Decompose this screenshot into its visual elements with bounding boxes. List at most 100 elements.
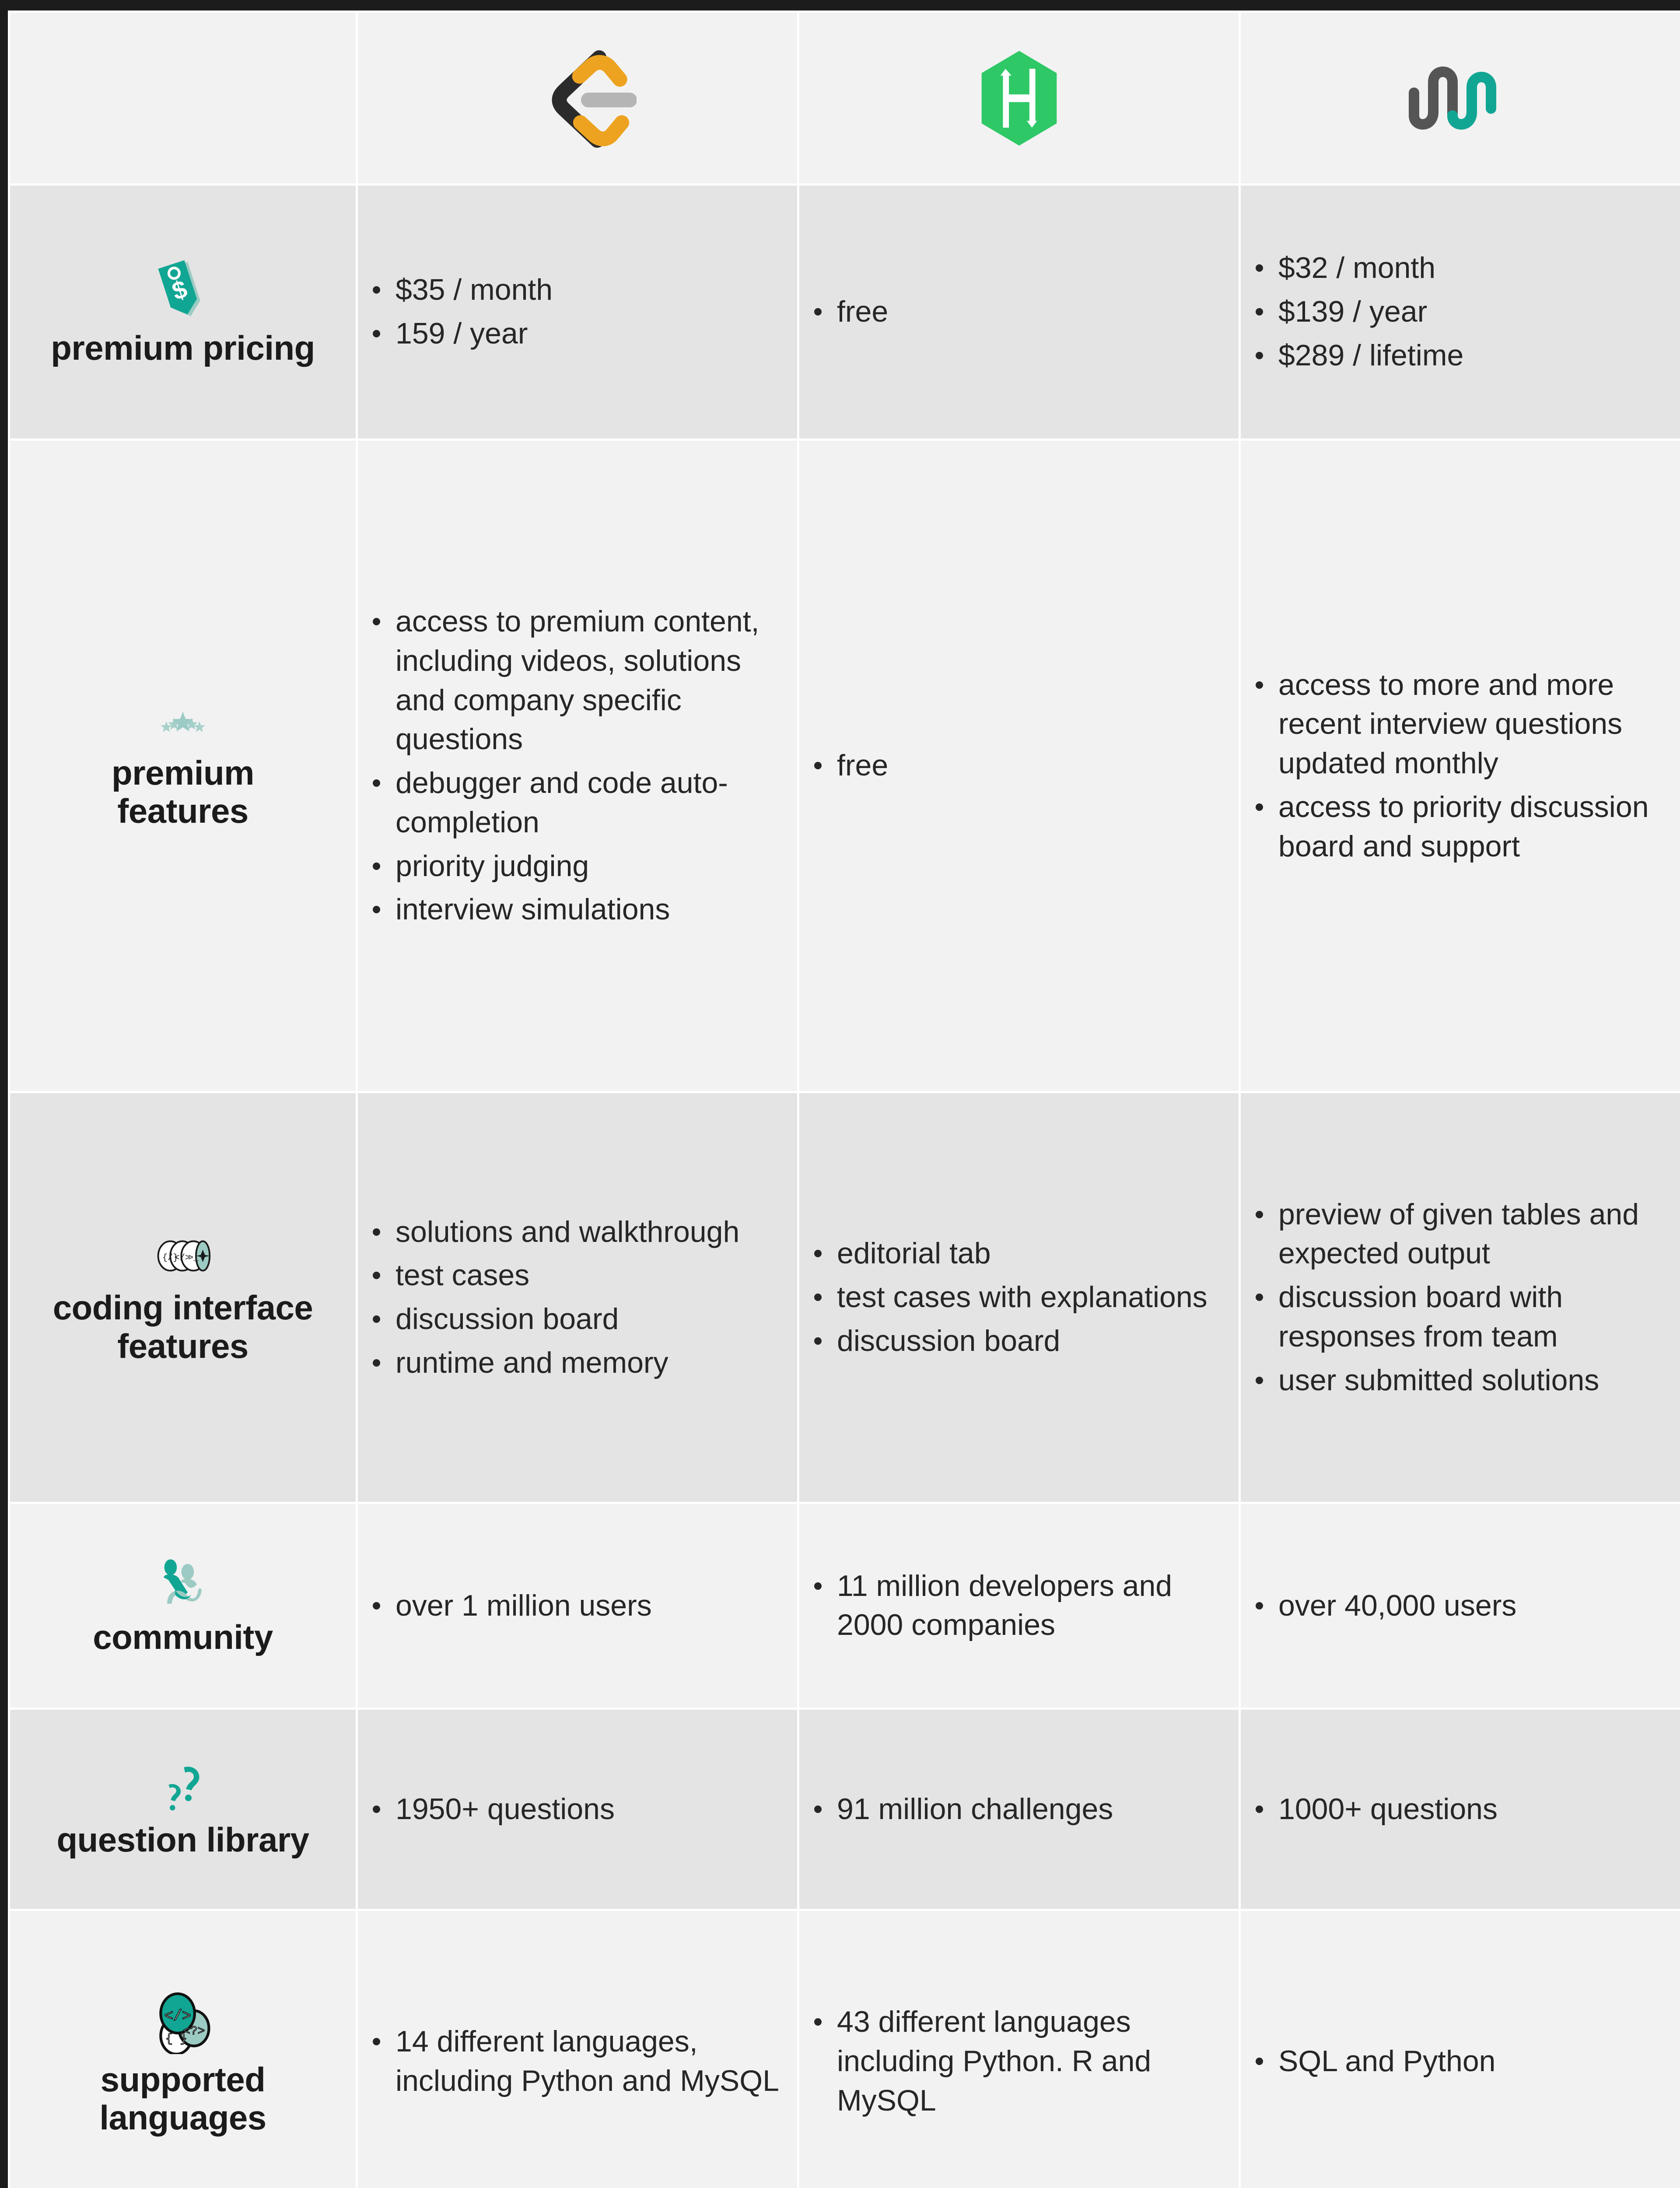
people-icon: [145, 1555, 221, 1614]
header-cell-stratascratch: [1239, 11, 1680, 186]
bullet-list-hackerrank: editorial tab test cases with explanation…: [799, 1234, 1239, 1360]
cell-hackerrank-5: 43 different languages including Python.…: [797, 1909, 1241, 2188]
hackerrank-logo: [799, 13, 1239, 183]
list-item: $289 / lifetime: [1256, 336, 1680, 375]
list-item: discussion board: [373, 1300, 797, 1339]
cell-leetcode-3: over 1 million users: [356, 1501, 799, 1710]
svg-text:</>: </>: [174, 1253, 190, 1263]
list-item: priority judging: [373, 847, 797, 886]
row-label-cell-4: question library: [8, 1707, 358, 1911]
cell-hackerrank-2: editorial tab test cases with explanation…: [797, 1091, 1241, 1504]
row-label: premium pricing: [51, 328, 315, 367]
price-tag-icon: $: [150, 257, 216, 325]
svg-text:<?>: <?>: [183, 2025, 205, 2038]
cell-leetcode-5: 14 different languages, including Python…: [356, 1909, 799, 2188]
list-item: 43 different languages including Python.…: [814, 2002, 1239, 2120]
list-item: discussion board: [814, 1322, 1239, 1361]
list-item: interview simulations: [373, 890, 797, 929]
bullet-list-hackerrank: 11 million developers and 2000 companies: [799, 1567, 1239, 1645]
list-item: SQL and Python: [1256, 2042, 1680, 2081]
bullet-list-leetcode: 1950+ questions: [358, 1790, 797, 1829]
row-label: question library: [56, 1820, 309, 1859]
list-item: over 1 million users: [373, 1586, 797, 1626]
bullet-list-stratascratch: access to more and more recent interview…: [1241, 666, 1680, 866]
list-item: $35 / month: [373, 270, 797, 310]
list-item: discussion board with responses from tea…: [1256, 1278, 1680, 1357]
bullet-list-leetcode: access to premium content, including vid…: [358, 602, 797, 929]
list-item: 14 different languages, including Python…: [373, 2022, 797, 2101]
list-item: preview of given tables and expected out…: [1256, 1195, 1680, 1274]
table-row: community over 1 million users 11 millio…: [8, 1501, 1680, 1710]
svg-text:{ }: { }: [165, 2032, 187, 2046]
list-item: $139 / year: [1256, 292, 1680, 332]
list-item: test cases: [373, 1256, 797, 1295]
cell-stratascratch-5: SQL and Python: [1239, 1909, 1680, 2188]
svg-text:>_: >_: [188, 1253, 199, 1263]
list-item: 159 / year: [373, 314, 797, 354]
row-label: premium features: [112, 753, 254, 831]
list-item: editorial tab: [814, 1234, 1239, 1273]
cell-stratascratch-4: 1000+ questions: [1239, 1707, 1680, 1911]
list-item: $32 / month: [1256, 249, 1680, 288]
stars-icon: [137, 701, 229, 750]
cell-stratascratch-1: access to more and more recent interview…: [1239, 438, 1680, 1094]
cell-hackerrank-3: 11 million developers and 2000 companies: [797, 1501, 1241, 1710]
list-item: user submitted solutions: [1256, 1361, 1680, 1400]
table-row: {/} </> >_ coding interface features sol…: [8, 1091, 1680, 1504]
bullet-list-leetcode: over 1 million users: [358, 1586, 797, 1626]
code-bubbles-icon: {/} </> >_: [133, 1230, 233, 1284]
bullet-list-stratascratch: SQL and Python: [1241, 2042, 1680, 2081]
stratascratch-logo: [1241, 13, 1680, 183]
bullet-list-leetcode: 14 different languages, including Python…: [358, 2022, 797, 2101]
list-item: free: [814, 746, 1239, 785]
row-label-cell-5: </> <?> { } supported languages: [8, 1909, 358, 2188]
table-row: </> <?> { } supported languages 14 diffe…: [8, 1909, 1680, 2188]
bullet-list-stratascratch: over 40,000 users: [1241, 1586, 1680, 1626]
leetcode-logo: [358, 13, 797, 183]
row-label: community: [93, 1618, 273, 1657]
header-cell-hackerrank: [797, 11, 1241, 186]
question-marks-icon: [152, 1760, 214, 1816]
code-circles-icon: </> <?> { }: [145, 1986, 221, 2056]
list-item: access to premium content, including vid…: [373, 602, 797, 759]
cell-hackerrank-1: free: [797, 438, 1241, 1094]
bullet-list-stratascratch: preview of given tables and expected out…: [1241, 1195, 1680, 1400]
bullet-list-stratascratch: $32 / month $139 / year $289 / lifetime: [1241, 249, 1680, 375]
list-item: access to priority discussion board and …: [1256, 788, 1680, 866]
cell-stratascratch-2: preview of given tables and expected out…: [1239, 1091, 1680, 1504]
list-item: 11 million developers and 2000 companies: [814, 1567, 1239, 1645]
table-row: premium features access to premium conte…: [8, 438, 1680, 1094]
list-item: over 40,000 users: [1256, 1586, 1680, 1626]
list-item: access to more and more recent interview…: [1256, 666, 1680, 783]
cell-stratascratch-3: over 40,000 users: [1239, 1501, 1680, 1710]
list-item: solutions and walkthrough: [373, 1213, 797, 1252]
table-header-row: [8, 11, 1680, 186]
svg-text:{/}: {/}: [162, 1253, 178, 1263]
cell-hackerrank-0: free: [797, 183, 1241, 441]
list-item: 91 million challenges: [814, 1790, 1239, 1829]
list-item: free: [814, 292, 1239, 332]
row-label-cell-1: premium features: [8, 438, 358, 1094]
list-item: 1000+ questions: [1256, 1790, 1680, 1829]
row-label-cell-3: community: [8, 1501, 358, 1710]
list-item: 1950+ questions: [373, 1790, 797, 1829]
header-cell-leetcode: [356, 11, 799, 186]
bullet-list-stratascratch: 1000+ questions: [1241, 1790, 1680, 1829]
cell-stratascratch-0: $32 / month $139 / year $289 / lifetime: [1239, 183, 1680, 441]
table-row: question library 1950+ questions 91 mill…: [8, 1707, 1680, 1911]
cell-leetcode-1: access to premium content, including vid…: [356, 438, 799, 1094]
row-label-cell-0: $ premium pricing: [8, 183, 358, 441]
cell-hackerrank-4: 91 million challenges: [797, 1707, 1241, 1911]
cell-leetcode-4: 1950+ questions: [356, 1707, 799, 1911]
bullet-list-hackerrank: free: [799, 292, 1239, 332]
bullet-list-leetcode: solutions and walkthrough test cases discu…: [358, 1213, 797, 1383]
bullet-list-hackerrank: 91 million challenges: [799, 1790, 1239, 1829]
header-corner-cell: [8, 11, 358, 186]
row-label-cell-2: {/} </> >_ coding interface features: [8, 1091, 358, 1504]
list-item: test cases with explanations: [814, 1278, 1239, 1317]
